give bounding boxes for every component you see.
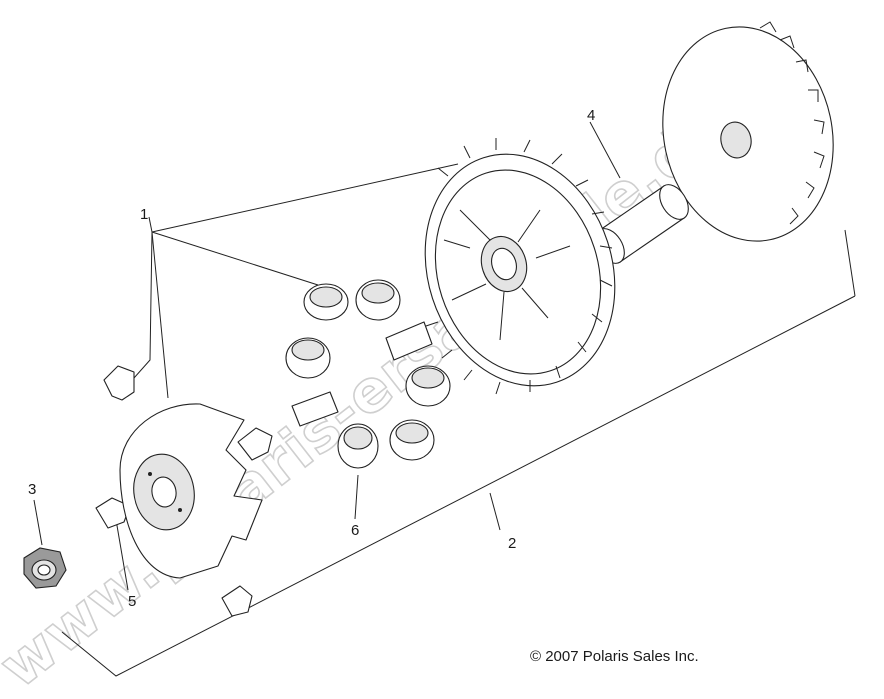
roller [355,279,401,321]
callout-3: 3 [28,481,36,498]
roller [337,423,379,469]
shim [385,321,433,361]
callout-4: 4 [587,107,595,124]
callout-2: 2 [508,535,516,552]
callout-5: 5 [128,593,136,610]
shim [291,391,339,427]
copyright-text: © 2007 Polaris Sales Inc. [530,648,699,665]
slider-button [237,427,273,461]
slider-button [103,365,135,401]
callout-6: 6 [351,522,359,539]
roller [405,365,451,407]
roller [303,283,349,321]
slider-button [221,585,253,617]
roller [285,337,331,379]
clutch-spider-hub [424,138,616,395]
moveable-sheave-plate [662,21,834,242]
fixed-sheave [119,403,263,579]
roller [389,419,435,461]
flange-nut [23,547,67,589]
callout-1: 1 [140,206,148,223]
